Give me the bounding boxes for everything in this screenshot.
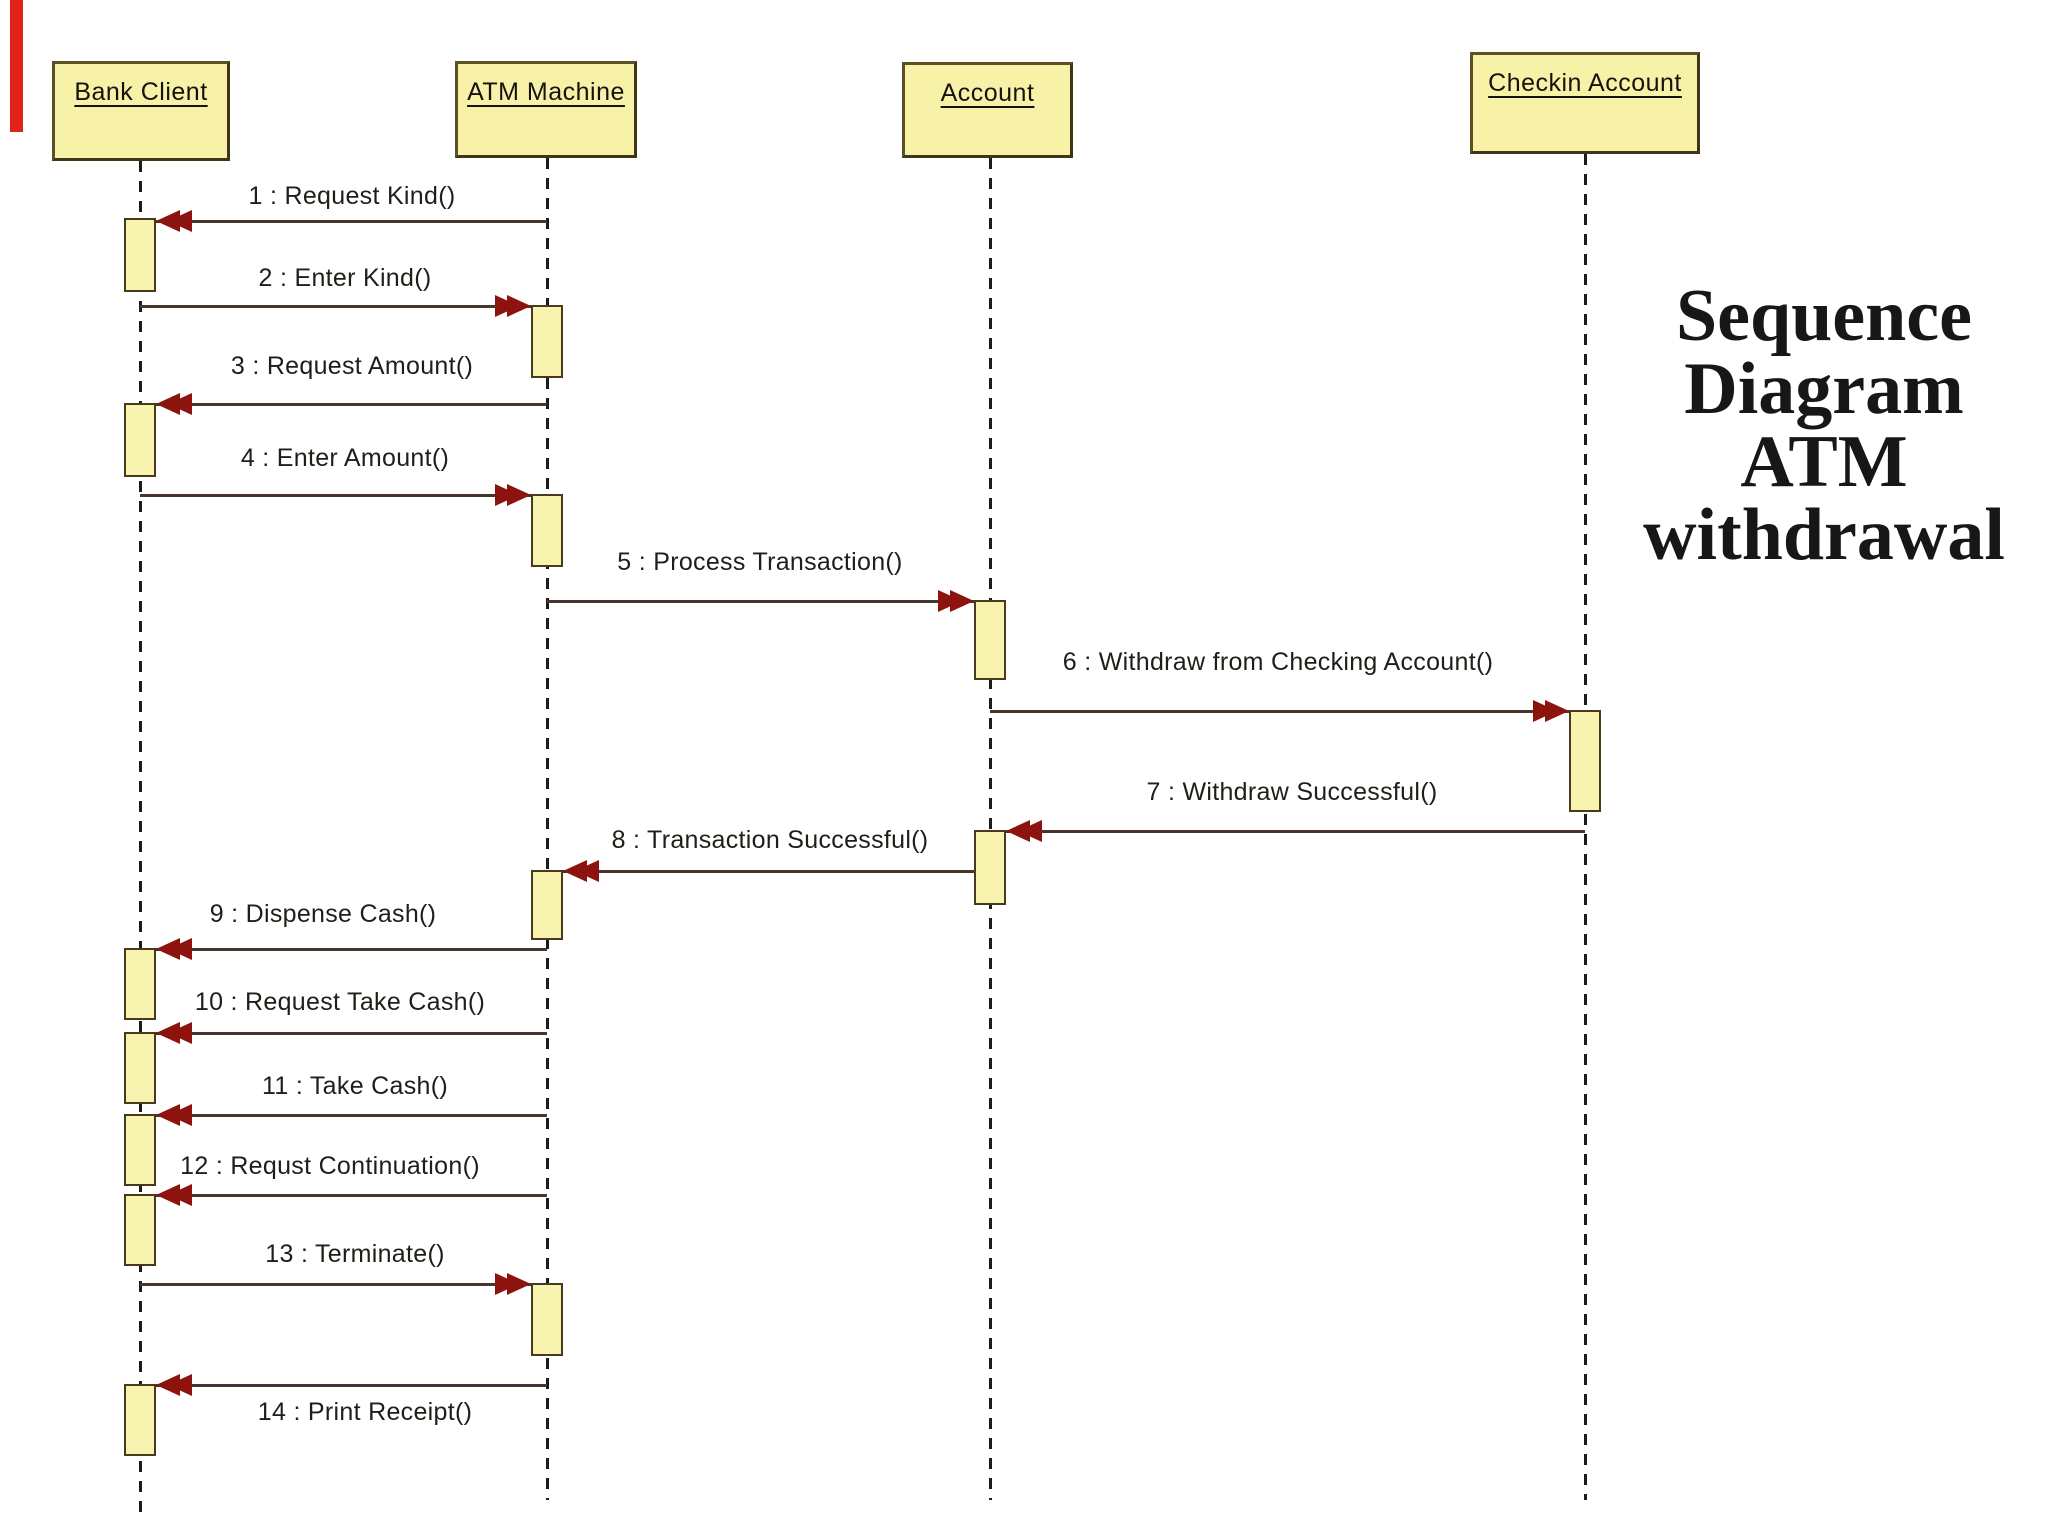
arrowhead-right-icon [1533, 700, 1557, 722]
message-label-1: 1 : Request Kind() [248, 182, 456, 210]
activation-account [974, 830, 1006, 905]
message-line-11 [156, 1114, 547, 1117]
arrowhead-left-icon [168, 938, 192, 960]
message-line-6 [990, 710, 1569, 713]
diagram-title-line: Sequence [1676, 275, 1972, 357]
message-label-11: 11 : Take Cash() [262, 1072, 448, 1100]
message-label-14: 14 : Print Receipt() [257, 1398, 473, 1426]
actor-box-account: Account [902, 62, 1073, 158]
arrowhead-left-icon [168, 210, 192, 232]
actor-box-bank-client: Bank Client [52, 61, 230, 161]
activation-bank-client [124, 1032, 156, 1104]
message-label-2: 2 : Enter Kind() [258, 264, 432, 292]
message-line-12 [156, 1194, 547, 1197]
lifeline-atm-machine [545, 158, 549, 1500]
arrowhead-left-icon [168, 1184, 192, 1206]
arrowhead-left-icon [575, 860, 599, 882]
message-line-13 [140, 1283, 531, 1286]
message-label-7: 7 : Withdraw Successful() [1146, 778, 1438, 806]
message-line-2 [140, 305, 531, 308]
message-label-5: 5 : Process Transaction() [617, 548, 903, 576]
message-line-14 [156, 1384, 547, 1387]
message-line-9 [156, 948, 547, 951]
activation-bank-client [124, 1114, 156, 1186]
activation-atm-machine [531, 1283, 563, 1356]
red-artifact-bar [10, 0, 23, 132]
activation-account [974, 600, 1006, 680]
arrowhead-left-icon [168, 1374, 192, 1396]
message-label-9: 9 : Dispense Cash() [209, 900, 437, 928]
lifeline-bank-client [138, 161, 142, 1512]
arrowhead-left-icon [168, 393, 192, 415]
arrowhead-left-icon [1018, 820, 1042, 842]
activation-bank-client [124, 403, 156, 477]
lifeline-account [988, 158, 992, 1500]
message-label-13: 13 : Terminate() [265, 1240, 445, 1268]
activation-atm-machine [531, 494, 563, 567]
message-label-8: 8 : Transaction Successful() [611, 826, 929, 854]
activation-checkin-account [1569, 710, 1601, 812]
message-line-10 [156, 1032, 547, 1035]
message-line-8 [563, 870, 974, 873]
message-label-12: 12 : Requst Continuation() [180, 1152, 480, 1180]
message-label-4: 4 : Enter Amount() [240, 444, 450, 472]
message-line-1 [156, 220, 547, 223]
activation-atm-machine [531, 305, 563, 378]
diagram-title-line: Diagram [1684, 348, 1964, 430]
arrowhead-right-icon [495, 1273, 519, 1295]
activation-atm-machine [531, 870, 563, 940]
actor-label-checkin-account: Checkin Account [1488, 69, 1682, 97]
arrowhead-right-icon [495, 484, 519, 506]
actor-label-bank-client: Bank Client [74, 78, 208, 106]
arrowhead-right-icon [495, 295, 519, 317]
message-line-4 [140, 494, 531, 497]
message-line-5 [547, 600, 974, 603]
activation-bank-client [124, 218, 156, 292]
arrowhead-right-icon [938, 590, 962, 612]
lifeline-checkin-account [1583, 154, 1587, 1500]
activation-bank-client [124, 1194, 156, 1266]
message-label-10: 10 : Request Take Cash() [194, 988, 486, 1016]
actor-label-account: Account [940, 79, 1035, 107]
activation-bank-client [124, 1384, 156, 1456]
message-line-3 [156, 403, 547, 406]
diagram-title-line: ATM [1740, 421, 1908, 503]
message-label-6: 6 : Withdraw from Checking Account() [1062, 648, 1494, 676]
activation-bank-client [124, 948, 156, 1020]
actor-label-atm-machine: ATM Machine [467, 78, 625, 106]
diagram-title-line: withdrawal [1643, 494, 2005, 576]
message-line-7 [1006, 830, 1585, 833]
actor-box-checkin-account: Checkin Account [1470, 52, 1700, 154]
message-label-3: 3 : Request Amount() [230, 352, 474, 380]
actor-box-atm-machine: ATM Machine [455, 61, 637, 158]
arrowhead-left-icon [168, 1022, 192, 1044]
arrowhead-left-icon [168, 1104, 192, 1126]
